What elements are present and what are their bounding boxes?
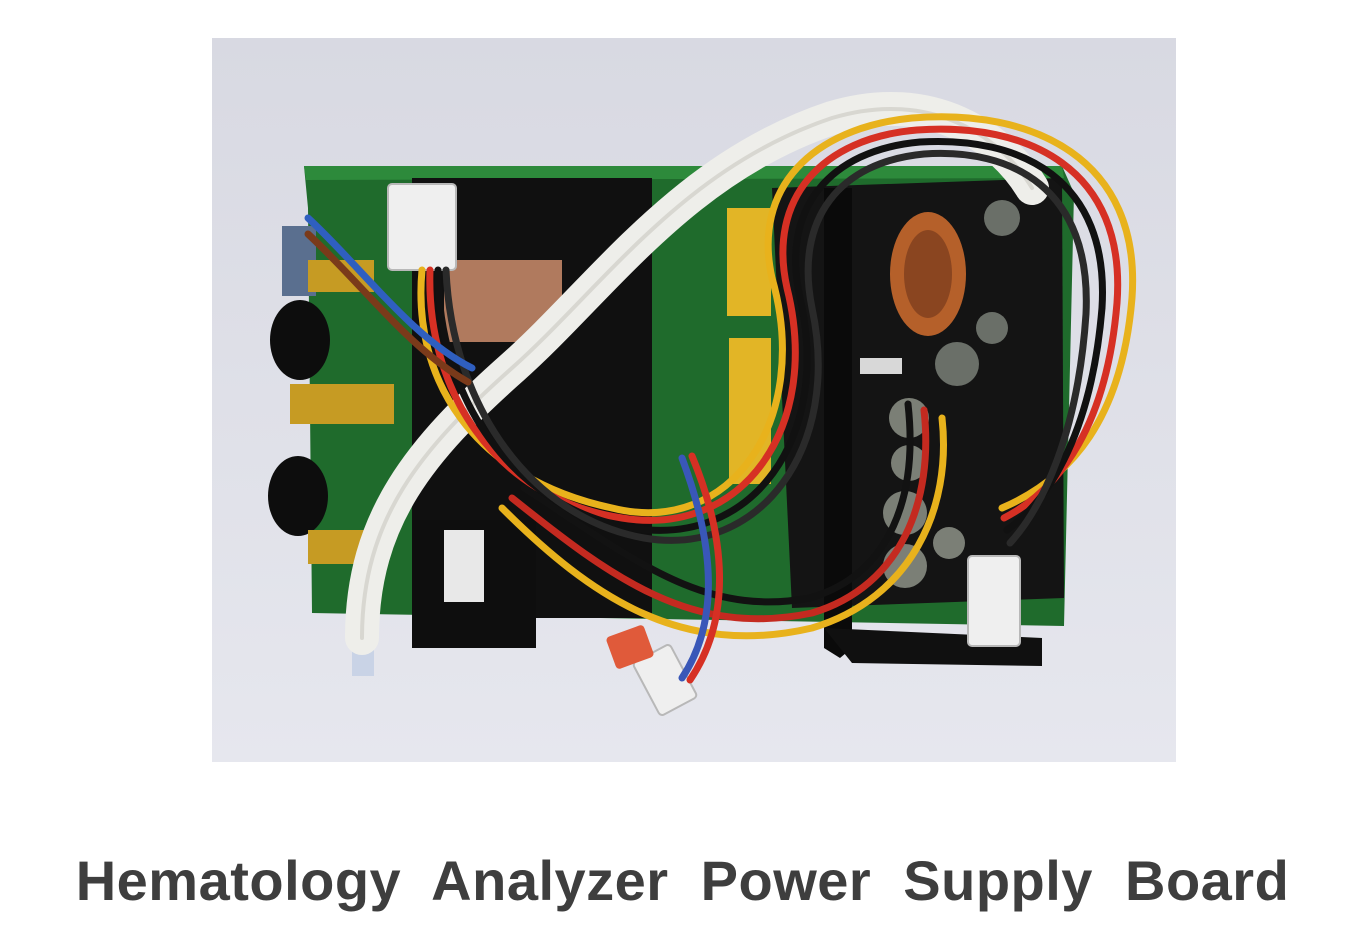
circuit-board-photo-icon xyxy=(212,38,1176,762)
power-supply-board-photo xyxy=(212,38,1176,762)
caption-title: Hematology Analyzer Power Supply Board xyxy=(75,849,1290,912)
